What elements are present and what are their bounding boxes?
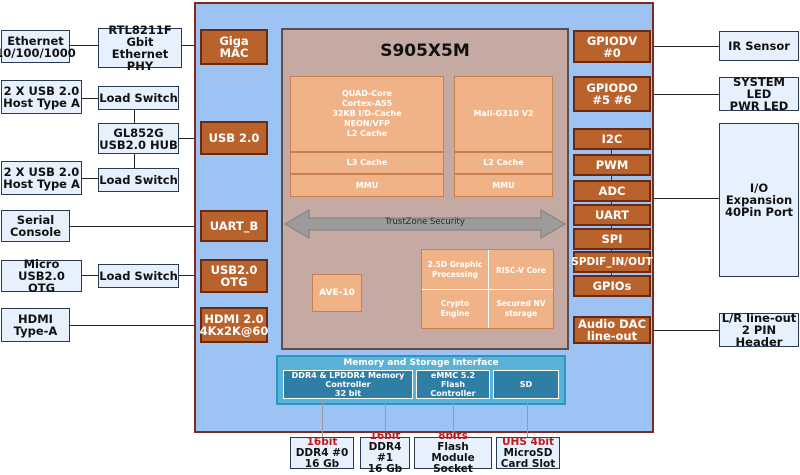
memory-interface-title: Memory and Storage Interface [343, 357, 499, 368]
soc-title: S905X5M [380, 41, 470, 61]
cpu-mmu-block: MMU [290, 174, 444, 197]
microsd-line [527, 399, 528, 437]
load-switch-top: Load Switch [98, 86, 179, 110]
gpiodv-ir-line [651, 46, 719, 47]
gpiodo-led-line [651, 94, 719, 95]
pwm-block: PWM [573, 154, 651, 176]
security-hdiv [422, 289, 553, 290]
audio-line-out-line [651, 330, 719, 331]
spdif-block: SPDIF_IN/OUT [571, 251, 653, 273]
ir-sensor: IR Sensor [719, 31, 799, 61]
flash-line [453, 399, 454, 437]
adc-block: ADC [573, 180, 651, 202]
serial-uart-line [70, 226, 202, 227]
load-switch-otg: Load Switch [98, 264, 179, 288]
eth-phy-line [70, 45, 100, 46]
gpiodo-block: GPIODO#5 #6 [573, 76, 651, 112]
spi-block: SPI [573, 228, 651, 250]
load-switch-bottom: Load Switch [98, 168, 179, 192]
ddr0-line [322, 399, 323, 437]
trustzone-arrow [284, 209, 566, 239]
uart-block: UART [573, 204, 651, 226]
riscv-block: RISC-V Core [495, 265, 547, 275]
ddr1-line [385, 399, 386, 437]
ave-block: AVE-10 [312, 274, 362, 312]
io-expansion-line [651, 198, 719, 199]
gpu-mmu-block: MMU [454, 174, 553, 197]
uart-b-block: UART_B [200, 210, 268, 242]
sd-controller-block: SD [493, 370, 559, 399]
hdmi-line [70, 325, 202, 326]
gpu-l2-cache-block: L2 Cache [454, 152, 553, 174]
usb-host-bottom-line [82, 178, 98, 179]
gpu-block: Mali-G310 V2 [454, 76, 553, 152]
hub-usb-line [179, 138, 202, 139]
phy-mac-line [182, 45, 202, 46]
i2c-block: I2C [573, 128, 651, 150]
usb-host-top-line [82, 98, 98, 99]
usb20-block: USB 2.0 [200, 121, 268, 155]
switch-otg-line [179, 275, 202, 276]
l3-cache-block: L3 Cache [290, 152, 444, 174]
microusb-switch-line [82, 275, 98, 276]
gpios-block: GPIOs [573, 275, 651, 297]
gpiodv-block: GPIODV#0 [573, 30, 651, 63]
trustzone-label: TrustZone Security [385, 217, 465, 227]
